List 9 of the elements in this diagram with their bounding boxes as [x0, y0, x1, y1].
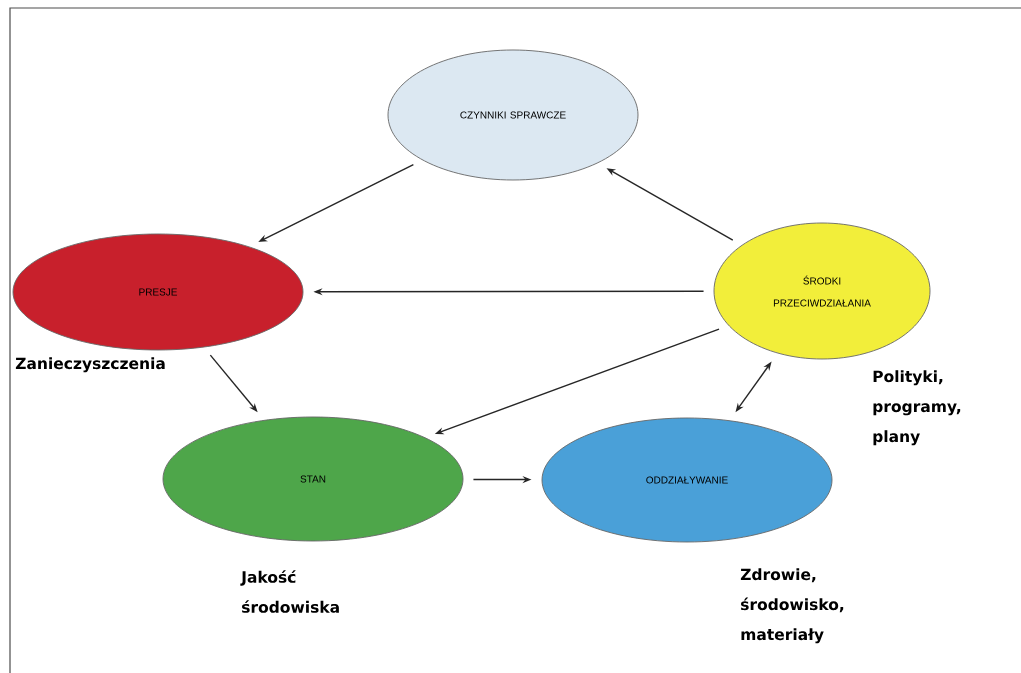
ellipse-node: STAN	[162, 416, 464, 542]
ellipse-node: PRESJE	[12, 233, 304, 351]
beside-text: Zanieczyszczenia	[15, 357, 165, 373]
beside-text: Jakość środowiska	[240, 570, 339, 613]
beside-text: Polityki, programy, plany	[873, 370, 961, 446]
ellipse-node: ŚRODKI PRZECIWDZIAŁANIA	[713, 222, 931, 360]
ellipse-node: CZYNNIKI SPRAWCZE	[387, 49, 639, 181]
beside-text: Zdrowie, środowisko, materiały	[740, 568, 844, 644]
ellipse-node: ODDZIAŁYWANIE	[541, 417, 833, 543]
